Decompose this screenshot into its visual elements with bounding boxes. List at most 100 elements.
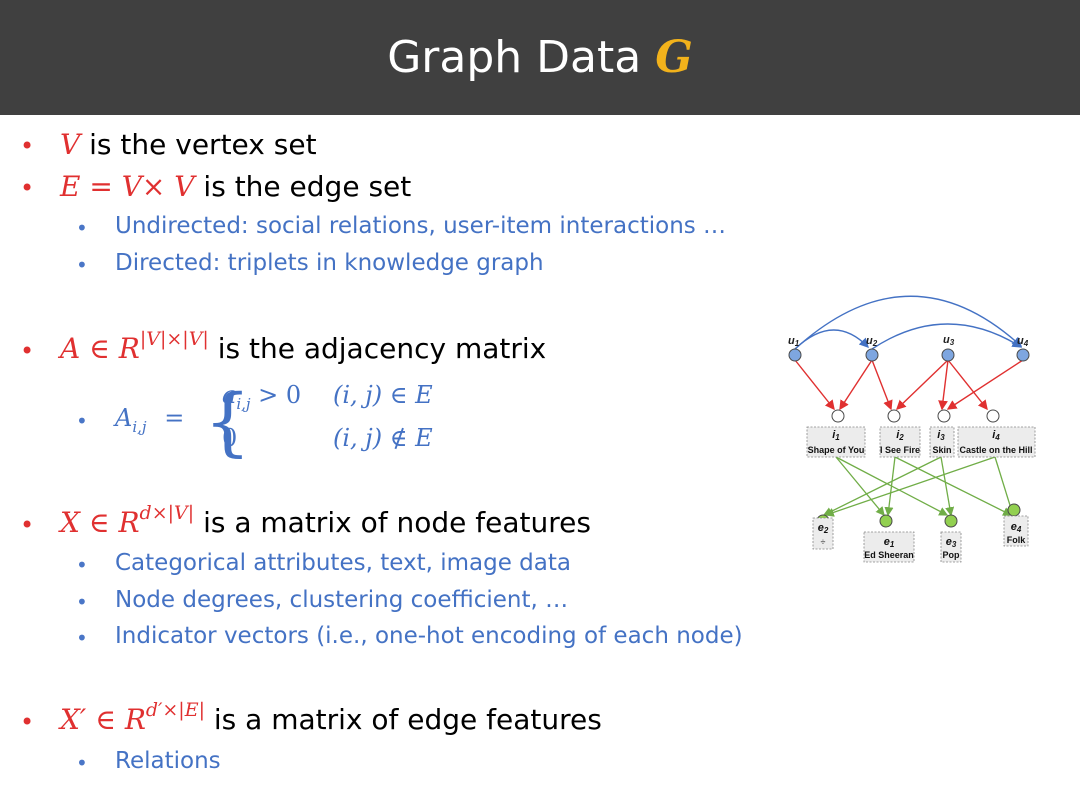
slide-title: Graph Data G xyxy=(0,28,1080,88)
entity-name: ÷ xyxy=(821,537,826,547)
user-node xyxy=(941,348,955,362)
entity-symbol: e1 xyxy=(884,536,895,549)
entity-node xyxy=(944,514,958,528)
sub-bullet-dot: • xyxy=(76,626,88,650)
entity-node xyxy=(816,514,830,528)
vertex-text: is the vertex set xyxy=(89,128,317,161)
item-symbol: i4 xyxy=(992,429,1000,442)
bullet-dot: • xyxy=(20,511,35,539)
edge-sub-item: Undirected: social relations, user-item … xyxy=(115,213,727,239)
entity-symbol: e3 xyxy=(946,536,957,549)
edge-feature-superscript: d′×|E| xyxy=(145,699,205,721)
item-name: Castle on the Hill xyxy=(959,445,1032,455)
item-entity-edge xyxy=(894,456,1013,516)
item-symbol: i2 xyxy=(896,429,904,442)
item-entity-edge xyxy=(994,456,1016,517)
edge-feature-text: is a matrix of edge features xyxy=(213,703,602,736)
user-item-edge xyxy=(895,359,949,410)
formula-brace: { xyxy=(204,379,252,465)
item-node xyxy=(831,409,845,423)
formula-case-1: ai,j > 0 xyxy=(222,381,301,413)
sub-bullet-dot: • xyxy=(76,253,88,277)
edge-text: is the edge set xyxy=(203,170,412,203)
adjacency-text: is the adjacency matrix xyxy=(217,332,547,365)
user-item-edge xyxy=(947,359,988,411)
title-text: Graph Data xyxy=(387,32,642,83)
user-label: u1 xyxy=(788,335,800,348)
entity-node xyxy=(1007,503,1021,517)
case2-expr: 0 xyxy=(222,424,238,452)
sub-bullet-dot: • xyxy=(76,409,88,433)
user-label: u3 xyxy=(943,334,955,347)
entity-box xyxy=(812,517,834,550)
edge-sub-item: Directed: triplets in knowledge graph xyxy=(115,250,544,276)
item-entity-edge xyxy=(835,456,949,516)
entity-box xyxy=(1003,515,1029,547)
item-node xyxy=(887,409,901,423)
edge-features-line: X′ ∈ Rd′×|E| is a matrix of edge feature… xyxy=(60,699,602,736)
case2-set: (i, j) ∉ E xyxy=(333,424,433,452)
entity-name: Pop xyxy=(943,550,961,560)
sub-bullet-dot: • xyxy=(76,751,88,775)
node-features-line: X ∈ Rd×|V| is a matrix of node features xyxy=(60,502,591,539)
formula-lhs-symbol: A xyxy=(115,404,133,432)
entity-symbol: e2 xyxy=(818,522,829,535)
item-box xyxy=(957,426,1036,458)
bullet-dot: • xyxy=(20,337,35,365)
item-entity-edge xyxy=(824,456,996,517)
item-node xyxy=(937,409,951,423)
edge-set-line: E = V× V is the edge set xyxy=(60,170,411,203)
item-entity-edge xyxy=(835,456,885,517)
user-label: u4 xyxy=(1017,335,1029,348)
item-box xyxy=(879,426,921,458)
item-box xyxy=(806,426,866,458)
vertex-symbol: V xyxy=(60,128,81,161)
item-symbol: i3 xyxy=(937,429,945,442)
user-node xyxy=(788,348,802,362)
item-symbol: i1 xyxy=(832,429,840,442)
adjacency-superscript: |V|×|V| xyxy=(139,328,209,350)
user-node xyxy=(865,348,879,362)
bullet-dot: • xyxy=(20,132,35,160)
item-entity-edge xyxy=(940,456,955,517)
item-box xyxy=(929,426,955,458)
formula-lhs: Ai,j = xyxy=(115,404,184,436)
vertex-set-line: V is the vertex set xyxy=(60,128,317,161)
bullet-dot: • xyxy=(20,708,35,736)
formula-equals: = xyxy=(164,404,185,432)
user-item-edge xyxy=(794,359,835,411)
adjacency-line: A ∈ R|V|×|V| is the adjacency matrix xyxy=(60,328,547,365)
case1-set: (i, j) ∈ E xyxy=(333,381,433,409)
user-node xyxy=(1016,348,1030,362)
case1-expr: a xyxy=(222,381,237,409)
entity-name: Folk xyxy=(1007,535,1026,545)
edge-feature-sub-item: Relations xyxy=(115,748,221,774)
edge-feature-symbol: X′ ∈ R xyxy=(60,703,146,736)
title-variable: G xyxy=(655,32,693,83)
sub-bullet-dot: • xyxy=(76,590,88,614)
node-feature-sub-item: Node degrees, clustering coefficient, … xyxy=(115,587,569,613)
item-node xyxy=(986,409,1000,423)
item-name: Shape of You xyxy=(808,445,865,455)
entity-box xyxy=(940,531,962,563)
node-feature-sub-item: Categorical attributes, text, image data xyxy=(115,550,571,576)
user-user-edge xyxy=(871,323,1023,350)
user-item-edge xyxy=(938,359,949,411)
item-name: Skin xyxy=(932,445,951,455)
node-feature-superscript: d×|V| xyxy=(139,502,195,524)
case1-subscript: i,j xyxy=(236,394,251,413)
node-feature-sub-item: Indicator vectors (i.e., one-hot encodin… xyxy=(115,623,743,649)
sub-bullet-dot: • xyxy=(76,216,88,240)
node-feature-text: is a matrix of node features xyxy=(203,506,591,539)
node-feature-symbol: X ∈ R xyxy=(60,506,140,539)
case1-condition: > 0 xyxy=(258,381,302,409)
adjacency-symbol: A ∈ R xyxy=(60,332,140,365)
entity-node xyxy=(879,514,893,528)
user-item-edge xyxy=(946,359,1024,410)
user-label: u2 xyxy=(866,335,878,348)
entity-box xyxy=(863,531,915,563)
title-bar xyxy=(0,0,1080,115)
sub-bullet-dot: • xyxy=(76,553,88,577)
item-entity-edge xyxy=(822,456,942,516)
